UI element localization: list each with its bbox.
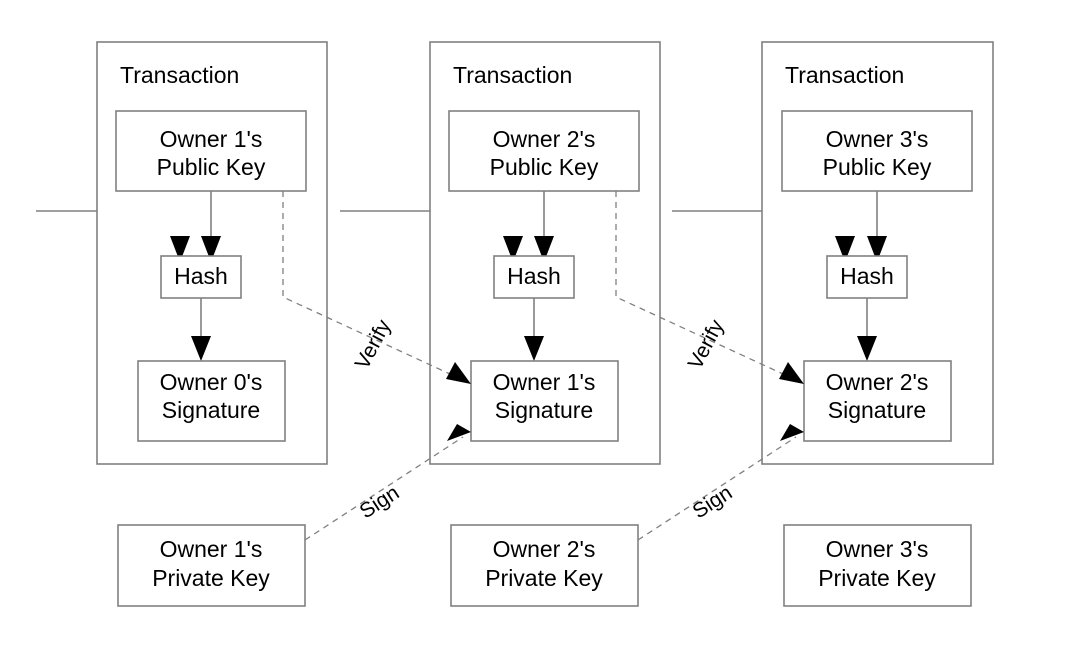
signature-box-2-line1: Owner 1's (493, 369, 596, 395)
signature-box-1-line2: Signature (162, 397, 260, 423)
private-key-box-2-line1: Owner 2's (493, 536, 596, 562)
hash-box-3[interactable]: Hash (826, 255, 908, 299)
public-key-box-2-line2: Public Key (490, 154, 599, 180)
sign-arrow-2-path (637, 436, 797, 541)
sign-arrow-1-path (304, 436, 464, 541)
signature-box-1[interactable]: Owner 0's Signature (137, 360, 286, 442)
hash-to-signature-arrowhead-2 (524, 336, 544, 361)
transaction-panel-1-title: Transaction (120, 62, 239, 88)
public-key-box-1-line2: Public Key (157, 154, 266, 180)
hash-box-1-label: Hash (174, 263, 228, 289)
signature-box-3-line1: Owner 2's (826, 369, 929, 395)
private-key-box-1[interactable]: Owner 1's Private Key (117, 524, 306, 607)
transaction-panel-3-title: Transaction (785, 62, 904, 88)
public-key-box-3-line2: Public Key (823, 154, 932, 180)
signature-box-2-border (470, 360, 619, 442)
private-key-box-3[interactable]: Owner 3's Private Key (783, 524, 972, 607)
signature-box-3-border (803, 360, 952, 442)
private-key-box-3-border (783, 524, 972, 607)
public-key-box-1-border (115, 110, 307, 192)
hash-box-2[interactable]: Hash (493, 255, 575, 299)
signature-box-3[interactable]: Owner 2's Signature (803, 360, 952, 442)
hash-box-1[interactable]: Hash (160, 255, 242, 299)
transaction-panel-1[interactable]: Transaction Owner 1's Public Key Hash (96, 41, 328, 465)
signature-box-2[interactable]: Owner 1's Signature (470, 360, 619, 442)
private-key-box-1-line1: Owner 1's (160, 536, 263, 562)
signature-box-2-line2: Signature (495, 397, 593, 423)
private-key-box-2-border (450, 524, 639, 607)
verify-arrow-1-head (446, 362, 471, 384)
public-key-box-3-line1: Owner 3's (826, 126, 929, 152)
verify-arrow-2-label: Verify (684, 316, 729, 374)
prevtx-to-hash-arrowhead-1 (170, 236, 190, 262)
public-key-box-1-line1: Owner 1's (160, 126, 263, 152)
sign-arrow-1-label: Sign (356, 481, 404, 523)
signature-box-1-line1: Owner 0's (160, 369, 263, 395)
verify-arrow-2-head (779, 362, 804, 384)
transaction-panel-3[interactable]: Transaction Owner 3's Public Key Hash Ow… (761, 41, 994, 465)
signature-box-3-line2: Signature (828, 397, 926, 423)
sign-arrow-1-head (447, 424, 471, 441)
hash-box-1-border (160, 255, 242, 299)
prevtx-to-hash-arrowhead-2 (503, 236, 523, 262)
transaction-panel-2[interactable]: Transaction Owner 2's Public Key Hash Ow… (429, 41, 661, 465)
hash-to-signature-arrowhead-3 (857, 336, 877, 361)
private-key-box-2-line2: Private Key (485, 565, 603, 591)
publickey-to-hash-arrowhead-2 (534, 236, 554, 262)
private-key-box-1-line2: Private Key (152, 565, 270, 591)
private-key-box-2[interactable]: Owner 2's Private Key (450, 524, 639, 607)
hash-box-3-label: Hash (840, 263, 894, 289)
private-key-box-3-line1: Owner 3's (826, 536, 929, 562)
hash-box-3-border (826, 255, 908, 299)
private-key-box-1-border (117, 524, 306, 607)
signature-box-1-border (137, 360, 286, 442)
public-key-box-2-line1: Owner 2's (493, 126, 596, 152)
public-key-box-2[interactable]: Owner 2's Public Key (448, 110, 640, 192)
verify-arrow-2-path (615, 191, 797, 381)
hash-to-signature-arrowhead-1 (191, 336, 211, 361)
sign-arrow-2-label: Sign (689, 481, 737, 523)
private-key-box-3-line2: Private Key (818, 565, 936, 591)
verify-arrow-1-label: Verify (351, 316, 396, 374)
public-key-box-1[interactable]: Owner 1's Public Key (115, 110, 307, 192)
hash-box-2-label: Hash (507, 263, 561, 289)
sign-arrow-2-head (780, 424, 804, 441)
transaction-panel-2-title: Transaction (453, 62, 572, 88)
verify-arrow-1-path (282, 191, 464, 381)
prevtx-to-hash-arrowhead-3 (835, 236, 855, 262)
public-key-box-2-border (448, 110, 640, 192)
public-key-box-3[interactable]: Owner 3's Public Key (781, 110, 973, 192)
publickey-to-hash-arrowhead-1 (201, 236, 221, 262)
publickey-to-hash-arrowhead-3 (867, 236, 887, 262)
hash-box-2-border (493, 255, 575, 299)
